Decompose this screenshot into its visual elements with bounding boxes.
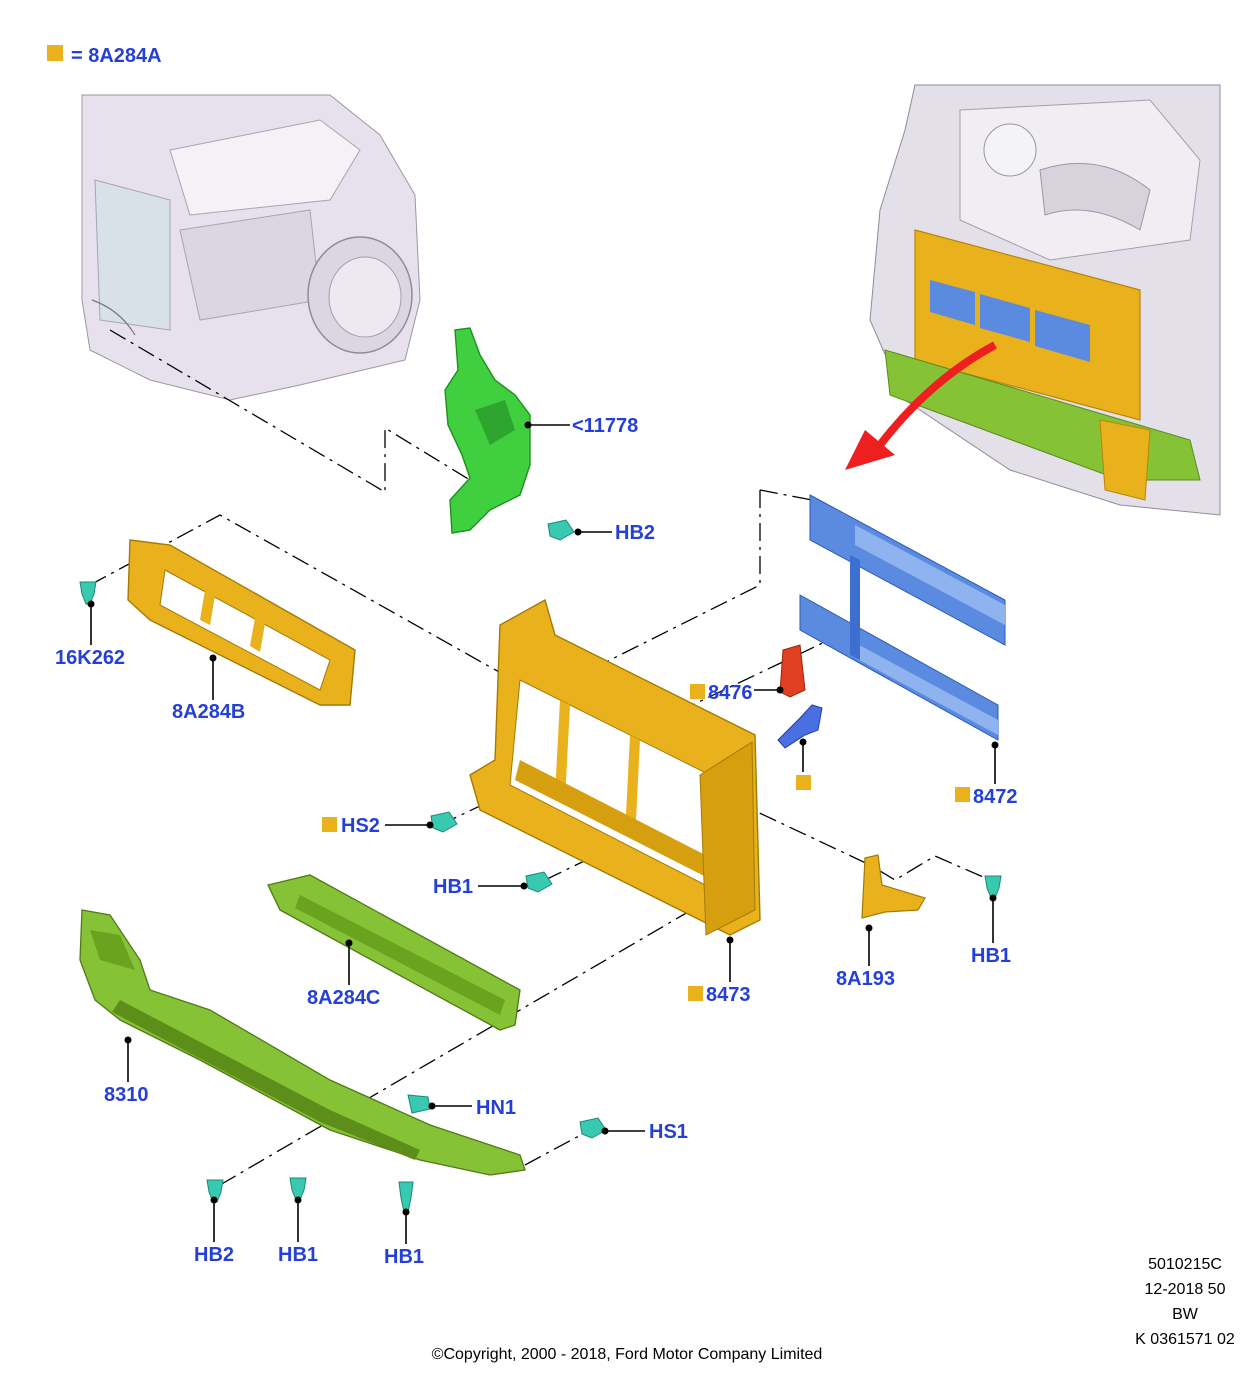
swatch-hs2 xyxy=(322,817,337,832)
fastener-hb1-mid-icon xyxy=(525,871,553,893)
engine-bay-illustration xyxy=(869,84,1221,516)
part-8472-shutters xyxy=(799,494,1006,741)
swatch-8473 xyxy=(688,986,703,1001)
label-16k262: 16K262 xyxy=(55,647,125,669)
part-8a284c-beam xyxy=(267,874,521,1031)
label-swatches xyxy=(322,684,970,1001)
part-8a284b-frame xyxy=(127,539,356,706)
label-hb1-bottom-b: HB1 xyxy=(384,1246,424,1268)
small-blue-bracket xyxy=(777,704,823,749)
swatch-bracket xyxy=(796,775,811,790)
vehicle-rear-illustration xyxy=(81,94,421,401)
label-8a284b: 8A284B xyxy=(172,701,245,723)
label-8a193: 8A193 xyxy=(836,968,895,990)
label-8472: 8472 xyxy=(973,786,1018,808)
label-hb1-mid: HB1 xyxy=(433,876,473,898)
legend: = 8A284A xyxy=(47,45,162,67)
fastener-hn1-icon xyxy=(407,1094,431,1114)
label-8473: 8473 xyxy=(706,984,751,1006)
part-8473-radiator-support xyxy=(469,598,761,936)
label-8476: 8476 xyxy=(708,682,753,704)
legend-swatch xyxy=(47,45,63,61)
reference-block: 5010215C 12-2018 50 BW K 0361571 02 xyxy=(1135,1256,1235,1348)
ref-initials: BW xyxy=(1172,1306,1199,1323)
part-8476-reservoir xyxy=(779,644,806,698)
ref-date: 12-2018 50 xyxy=(1145,1281,1226,1298)
label-hs2: HS2 xyxy=(341,815,380,837)
fastener-hb2-top-icon xyxy=(547,519,575,541)
fastener-hs2-icon xyxy=(430,811,458,833)
label-8310: 8310 xyxy=(104,1084,149,1106)
label-hb2-top: HB2 xyxy=(615,522,655,544)
label-11778: <11778 xyxy=(572,415,638,437)
label-8a284c: 8A284C xyxy=(307,987,380,1009)
label-hb1-right: HB1 xyxy=(971,945,1011,967)
swatch-8476 xyxy=(690,684,705,699)
fastener-hb1-bottom-b-icon xyxy=(398,1181,414,1213)
part-11778-bracket xyxy=(444,327,531,534)
fastener-16k262-icon xyxy=(79,581,97,605)
legend-text: = 8A284A xyxy=(71,45,162,67)
label-hn1: HN1 xyxy=(476,1097,516,1119)
swatch-8472 xyxy=(955,787,970,802)
ref-number: K 0361571 02 xyxy=(1135,1331,1235,1348)
ref-code: 5010215C xyxy=(1148,1256,1222,1273)
fastener-hs1-icon xyxy=(579,1117,607,1139)
part-8a193-bracket xyxy=(861,854,926,919)
label-hs1: HS1 xyxy=(649,1121,688,1143)
label-hb1-bottom-a: HB1 xyxy=(278,1244,318,1266)
leader-lines xyxy=(87,421,999,1244)
copyright: ©Copyright, 2000 - 2018, Ford Motor Comp… xyxy=(432,1346,823,1363)
red-arrow xyxy=(845,341,997,470)
fastener-hb2-bottom-icon xyxy=(206,1179,224,1203)
label-hb2-bottom: HB2 xyxy=(194,1244,234,1266)
part-8310-deflector xyxy=(79,909,526,1176)
part-labels: <11778 HB2 16K262 8A284B 8476 8472 HS2 H… xyxy=(55,415,1018,1268)
